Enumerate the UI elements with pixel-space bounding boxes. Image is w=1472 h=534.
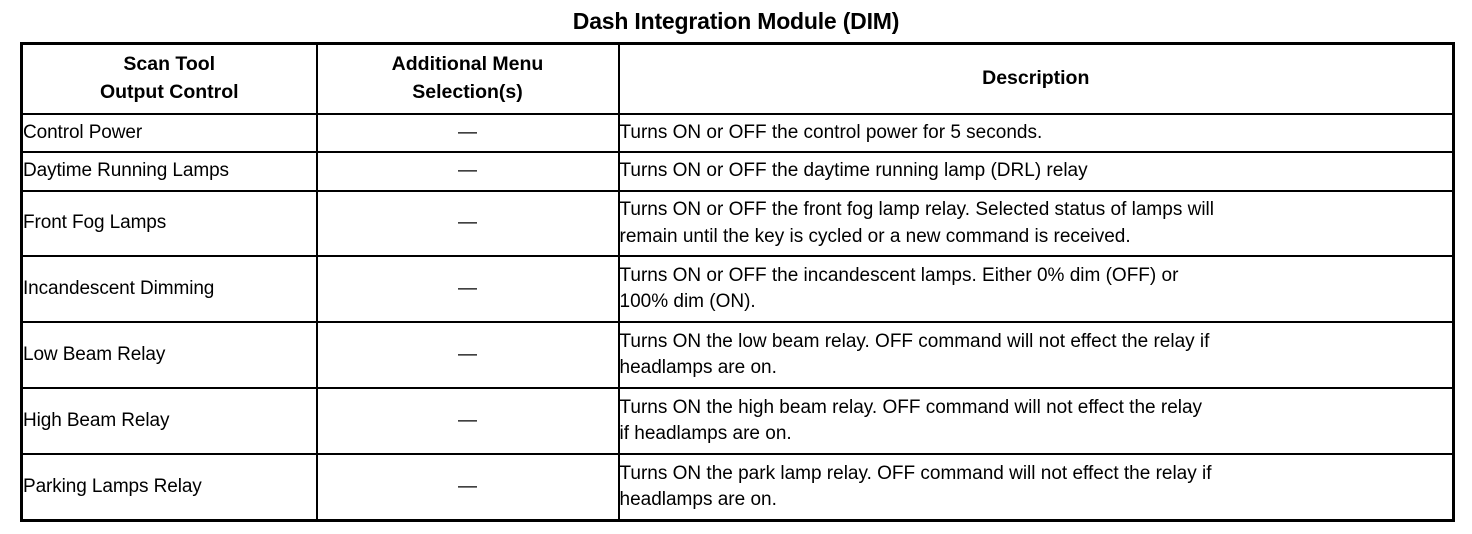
cell-description: Turns ON or OFF the incandescent lamps. … [617,255,1455,323]
table-row: Daytime Running Lamps — Turns ON or OFF … [20,151,1455,192]
cell-description: Turns ON the low beam relay. OFF command… [617,321,1455,389]
table-body: Control Power — Turns ON or OFF the cont… [20,113,1455,522]
column-header-additional-menu-selections: Additional Menu Selection(s) [315,42,620,115]
description-line: Turns ON or OFF the incandescent lamps. … [619,264,1179,286]
description-line: if headlamps are on. [619,423,792,444]
description-line: headlamps are on. [619,357,777,378]
table-row: Front Fog Lamps — Turns ON or OFF the fr… [20,190,1455,257]
column-header-description: Description [617,42,1455,115]
description-line: Turns ON or OFF the daytime running lamp… [619,160,1088,182]
description-line: Turns ON the park lamp relay. OFF comman… [619,462,1212,484]
table-row: High Beam Relay — Turns ON the high beam… [20,387,1455,455]
description-line: headlamps are on. [619,489,777,510]
column-header-scan-tool-line2: Output Control [99,81,239,103]
cell-menu-selection: — [315,151,620,192]
description-line: Turns ON the low beam relay. OFF command… [619,330,1210,352]
cell-description: Turns ON or OFF the control power for 5 … [617,113,1455,153]
description-line: remain until the key is cycled or a new … [619,225,1131,247]
cell-description: Turns ON the high beam relay. OFF comman… [617,387,1455,455]
cell-control-name: Daytime Running Lamps [20,151,318,192]
cell-control-name: Parking Lamps Relay [20,453,318,522]
column-header-menu-line2: Selection(s) [412,81,523,103]
description-line: Turns ON or OFF the control power for 5 … [619,121,1043,143]
cell-menu-selection: — [315,387,620,455]
table-header-row: Scan Tool Output Control Additional Menu… [20,42,1455,115]
cell-menu-selection: — [315,190,620,257]
cell-description: Turns ON the park lamp relay. OFF comman… [617,453,1455,522]
cell-menu-selection: — [315,113,620,153]
dim-output-control-table-container: Scan Tool Output Control Additional Menu… [20,42,1455,522]
cell-control-name: High Beam Relay [20,387,318,455]
table-row: Control Power — Turns ON or OFF the cont… [20,113,1455,153]
cell-description: Turns ON or OFF the daytime running lamp… [617,151,1455,192]
table-row: Parking Lamps Relay — Turns ON the park … [20,453,1455,522]
column-header-scan-tool-line1: Scan Tool [123,53,216,76]
cell-control-name: Front Fog Lamps [20,190,318,257]
cell-menu-selection: — [315,321,620,389]
cell-control-name: Incandescent Dimming [20,255,318,323]
cell-menu-selection: — [315,255,620,323]
cell-control-name: Low Beam Relay [20,321,318,389]
cell-description: Turns ON or OFF the front fog lamp relay… [617,190,1455,257]
column-header-scan-tool-output-control: Scan Tool Output Control [20,42,318,115]
description-line: Turns ON or OFF the front fog lamp relay… [619,199,1215,221]
dim-output-control-table: Scan Tool Output Control Additional Menu… [20,42,1455,522]
table-row: Incandescent Dimming — Turns ON or OFF t… [20,255,1455,323]
table-header: Scan Tool Output Control Additional Menu… [20,42,1455,115]
cell-control-name: Control Power [20,113,318,153]
page-title: Dash Integration Module (DIM) [572,8,900,34]
description-line: Turns ON the high beam relay. OFF comman… [619,396,1203,418]
description-line: 100% dim (ON). [619,291,756,312]
table-row: Low Beam Relay — Turns ON the low beam r… [20,321,1455,389]
column-header-menu-line1: Additional Menu [391,53,544,76]
cell-menu-selection: — [315,453,620,522]
